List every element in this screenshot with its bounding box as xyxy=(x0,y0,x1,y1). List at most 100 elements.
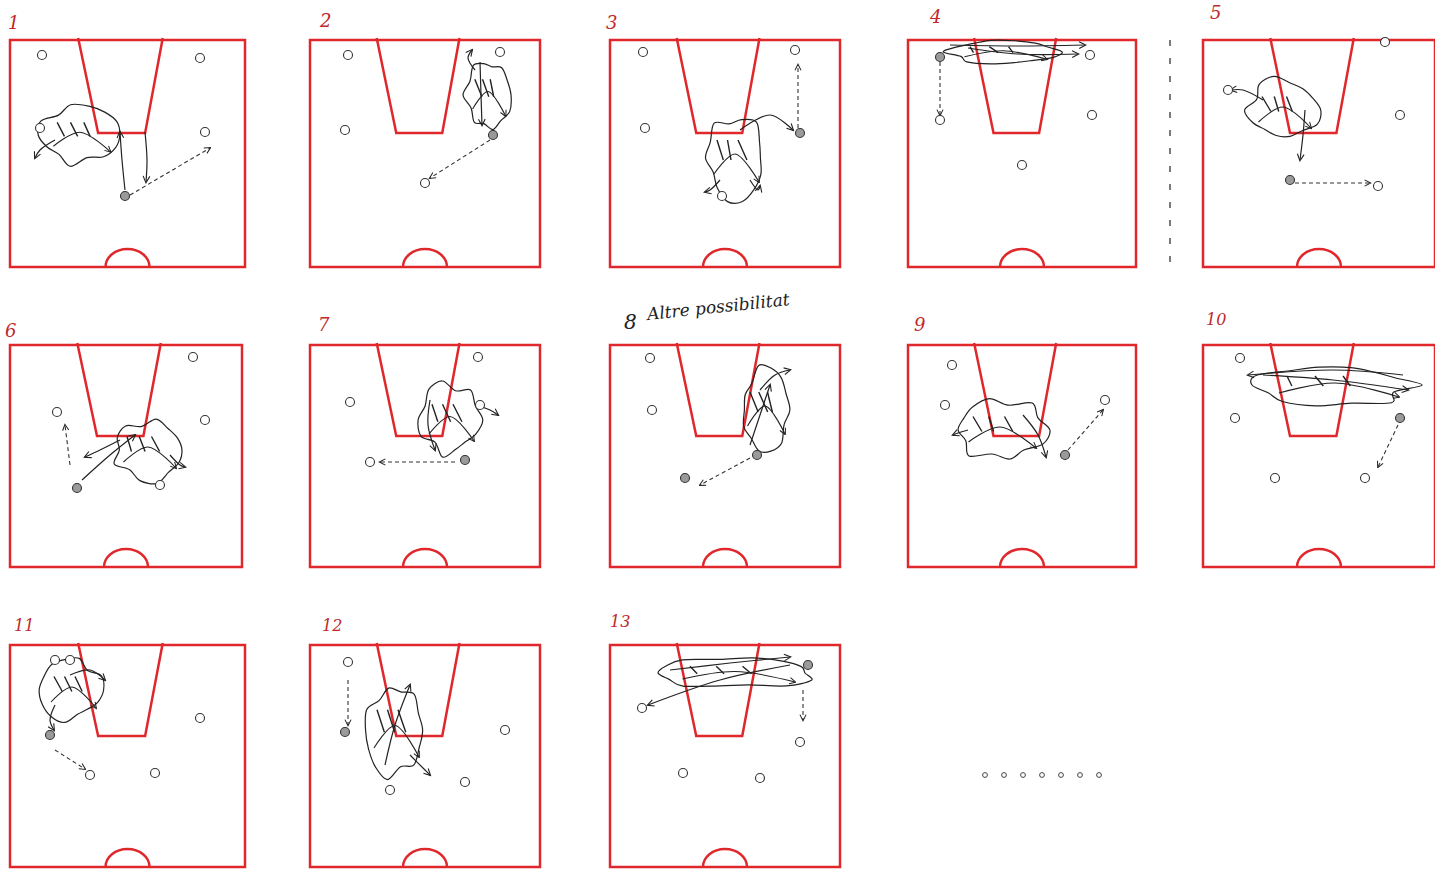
court-panel xyxy=(310,343,540,567)
ball-player xyxy=(341,728,350,737)
movement-scribble xyxy=(463,63,511,129)
screen-mark xyxy=(970,47,973,53)
player xyxy=(66,656,75,665)
pass-line xyxy=(797,65,798,128)
center-arc xyxy=(106,849,150,867)
continuation-dot xyxy=(983,773,988,778)
cross-move xyxy=(748,406,786,434)
cross-move xyxy=(1259,107,1312,128)
player xyxy=(201,416,210,425)
lane-trapezoid xyxy=(377,643,460,736)
player xyxy=(344,658,353,667)
player-move xyxy=(750,385,770,445)
movement-scribble xyxy=(365,688,422,780)
screen-mark xyxy=(738,140,747,160)
court-panel xyxy=(310,643,540,867)
court-panel xyxy=(10,343,242,567)
court-panel xyxy=(610,343,840,567)
court-outline xyxy=(908,40,1136,267)
continuation-dot xyxy=(1078,773,1083,778)
center-arc xyxy=(1297,249,1341,267)
ball-player xyxy=(73,484,82,493)
player-move xyxy=(1231,90,1263,100)
player xyxy=(1381,38,1390,47)
player xyxy=(151,769,160,778)
continuation-dot xyxy=(1040,773,1045,778)
screen-mark xyxy=(750,392,758,412)
screen-mark xyxy=(152,437,160,452)
ball-player xyxy=(1061,451,1070,460)
player xyxy=(1018,161,1027,170)
panel-number: 9 xyxy=(914,316,925,334)
lane-trapezoid xyxy=(78,643,163,736)
lane-trapezoid xyxy=(377,38,460,133)
player-move xyxy=(82,435,135,480)
player-move xyxy=(950,45,1085,46)
screen-mark xyxy=(432,404,438,422)
court-panel xyxy=(1203,38,1435,268)
continuation-dot xyxy=(1059,773,1064,778)
panel-number: 3 xyxy=(606,14,617,32)
cross-move xyxy=(374,725,419,757)
cross-move xyxy=(1279,383,1399,397)
cross-move xyxy=(51,687,96,708)
cross-move xyxy=(969,427,1037,448)
panel-number: 10 xyxy=(1206,312,1226,328)
screen-mark xyxy=(453,404,462,422)
screen-mark xyxy=(57,122,64,136)
panel-number: 8 xyxy=(624,312,637,332)
ball-player xyxy=(804,661,813,670)
player-move xyxy=(145,132,147,182)
player xyxy=(51,656,60,665)
center-arc xyxy=(104,549,148,567)
lane-trapezoid xyxy=(677,343,760,436)
movement-scribble xyxy=(1245,76,1321,136)
court-outline xyxy=(310,345,540,567)
player xyxy=(1231,414,1240,423)
center-arc xyxy=(1000,549,1044,567)
pass-line xyxy=(939,62,940,115)
court-outline xyxy=(310,645,540,867)
pass-line xyxy=(430,140,490,178)
court-panel xyxy=(908,343,1136,567)
player-move xyxy=(35,140,55,158)
player-move xyxy=(760,370,790,390)
player xyxy=(476,401,485,410)
player-move xyxy=(705,180,720,192)
player-move xyxy=(1248,370,1403,375)
pass-line xyxy=(802,690,803,720)
center-arc xyxy=(703,249,747,267)
movement-scribble xyxy=(958,399,1050,459)
pass-line xyxy=(380,461,455,462)
player xyxy=(341,126,350,135)
cross-move xyxy=(124,447,177,468)
continuation-dots xyxy=(983,773,1102,778)
movement-scribble xyxy=(39,658,104,723)
movement-scribble xyxy=(743,365,790,453)
pass-line xyxy=(55,750,85,769)
ball-player xyxy=(46,731,55,740)
player xyxy=(639,48,648,57)
center-arc xyxy=(403,249,447,267)
ball-player xyxy=(121,192,130,201)
player xyxy=(344,51,353,60)
lane-trapezoid xyxy=(1270,343,1354,436)
ball-player xyxy=(461,456,470,465)
cross-move xyxy=(683,671,796,682)
player-move xyxy=(480,62,482,125)
pass-line xyxy=(700,458,750,485)
player xyxy=(936,116,945,125)
player-move xyxy=(70,670,105,680)
player xyxy=(1396,111,1405,120)
center-arc xyxy=(403,549,447,567)
continuation-dot xyxy=(1097,773,1102,778)
court-outline xyxy=(10,645,245,867)
panel-number: 7 xyxy=(318,316,329,334)
panel-number: 6 xyxy=(5,322,16,340)
ball-player xyxy=(936,53,945,62)
player-move xyxy=(1300,110,1305,160)
pass-line xyxy=(130,148,210,195)
player xyxy=(36,124,45,133)
pass-line xyxy=(1068,410,1103,450)
